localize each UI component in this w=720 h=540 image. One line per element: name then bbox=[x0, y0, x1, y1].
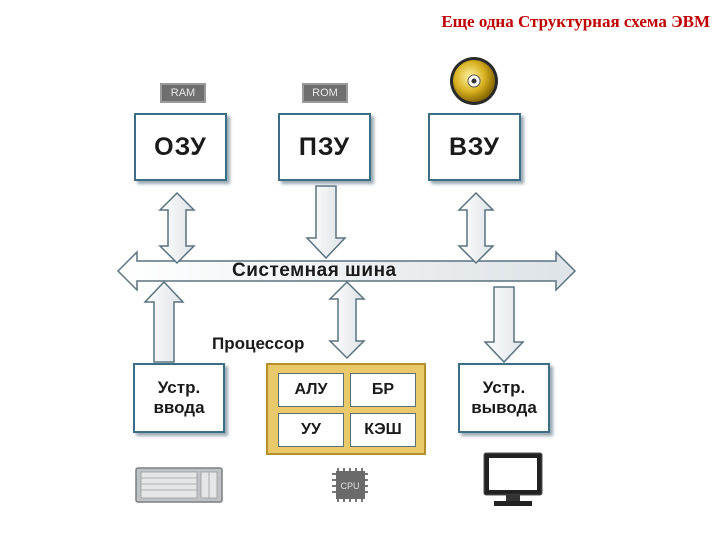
input-device-line1: Устр. bbox=[157, 378, 201, 397]
br-cell: БР bbox=[350, 373, 416, 407]
ozu-label: ОЗУ bbox=[154, 132, 207, 161]
output-bus-arrow bbox=[483, 286, 525, 364]
monitor-icon bbox=[483, 452, 543, 506]
rom-chip: ROM bbox=[302, 83, 348, 103]
system-bus-label: Системная шина bbox=[232, 260, 397, 281]
output-device-line2: вывода bbox=[471, 398, 537, 417]
vzu-label: ВЗУ bbox=[449, 132, 500, 161]
processor-block: АЛУ БР УУ КЭШ bbox=[266, 363, 426, 455]
ozu-box: ОЗУ bbox=[134, 113, 227, 181]
system-bus-arrow bbox=[116, 250, 577, 292]
processor-bus-arrow bbox=[328, 280, 366, 360]
processor-label: Процессор bbox=[212, 334, 305, 353]
cd-disc-icon bbox=[450, 57, 498, 105]
input-device-line2: ввода bbox=[153, 398, 205, 417]
alu-cell: АЛУ bbox=[278, 373, 344, 407]
cache-cell: КЭШ bbox=[350, 413, 416, 447]
page-title: Еще одна Структурная схема ЭВМ bbox=[441, 12, 710, 31]
output-device-box: Устр. вывода bbox=[458, 363, 550, 433]
cpu-chip-label: CPU bbox=[340, 481, 359, 491]
pzu-label: ПЗУ bbox=[298, 132, 351, 161]
keyboard-icon bbox=[135, 467, 223, 503]
pzu-box: ПЗУ bbox=[278, 113, 371, 181]
output-device-line1: Устр. bbox=[482, 378, 526, 397]
uu-cell: УУ bbox=[278, 413, 344, 447]
pzu-bus-arrow bbox=[305, 185, 347, 260]
ozu-bus-arrow bbox=[158, 191, 196, 265]
vzu-bus-arrow bbox=[457, 191, 495, 265]
input-bus-arrow bbox=[143, 280, 185, 363]
input-device-box: Устр. ввода bbox=[133, 363, 225, 433]
ram-chip: RAM bbox=[160, 83, 206, 103]
cpu-chip-icon bbox=[332, 468, 368, 502]
vzu-box: ВЗУ bbox=[428, 113, 521, 181]
